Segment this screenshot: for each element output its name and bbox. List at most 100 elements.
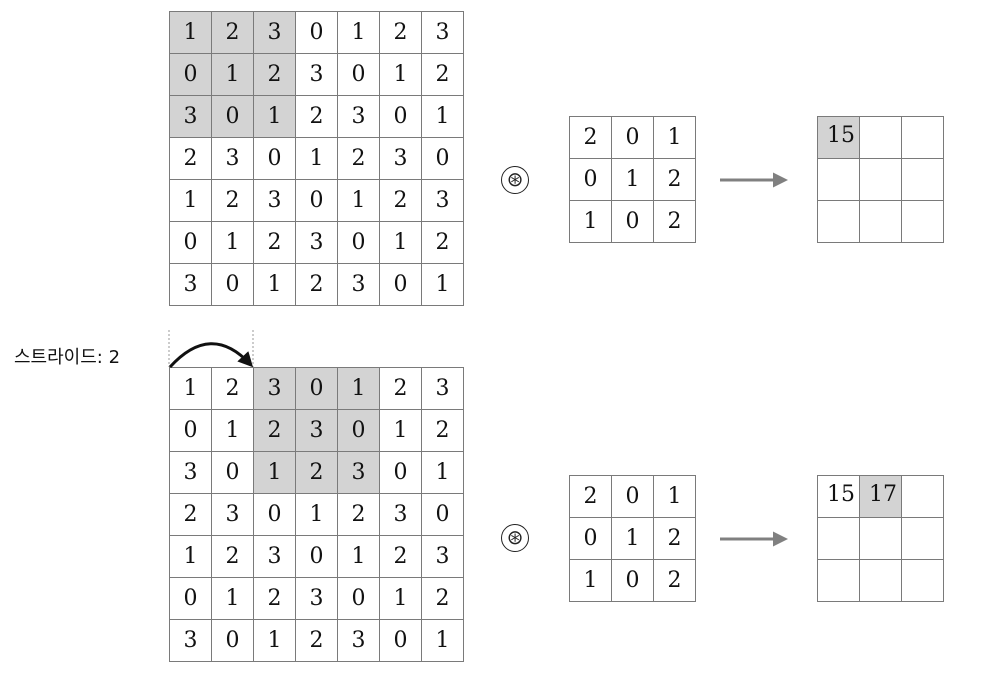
input-cell: 0	[212, 96, 253, 137]
input-cell: 3	[212, 494, 253, 535]
output-cell	[860, 117, 901, 158]
input-cell: 1	[254, 264, 295, 305]
output-matrix-1: 15	[817, 116, 944, 243]
output-cell	[860, 560, 901, 601]
output-cell	[818, 518, 859, 559]
input-cell: 0	[254, 138, 295, 179]
input-cell: 0	[422, 138, 463, 179]
input-cell: 0	[296, 12, 337, 53]
input-cell: 1	[380, 54, 421, 95]
output-cell	[902, 117, 943, 158]
input-cell: 0	[338, 54, 379, 95]
input-cell: 2	[380, 12, 421, 53]
filter-cell: 2	[570, 476, 611, 517]
filter-cell: 0	[570, 159, 611, 200]
input-cell: 3	[422, 180, 463, 221]
input-cell: 0	[170, 222, 211, 263]
input-cell: 3	[422, 536, 463, 577]
input-cell: 3	[296, 222, 337, 263]
input-cell: 3	[422, 368, 463, 409]
filter-cell: 2	[654, 560, 695, 601]
input-cell: 1	[212, 54, 253, 95]
input-cell: 0	[380, 96, 421, 137]
input-cell: 0	[212, 620, 253, 661]
filter-cell: 0	[612, 201, 653, 242]
input-cell: 1	[338, 180, 379, 221]
input-cell: 2	[254, 54, 295, 95]
input-cell: 0	[296, 180, 337, 221]
output-cell: 15	[818, 476, 859, 517]
filter-cell: 2	[654, 201, 695, 242]
input-cell: 2	[380, 536, 421, 577]
input-cell: 0	[212, 452, 253, 493]
input-cell: 2	[338, 138, 379, 179]
input-cell: 3	[296, 54, 337, 95]
filter-cell: 0	[570, 518, 611, 559]
input-cell: 1	[170, 180, 211, 221]
input-cell: 3	[212, 138, 253, 179]
input-cell: 2	[338, 494, 379, 535]
input-cell: 0	[296, 368, 337, 409]
input-cell: 1	[338, 368, 379, 409]
input-cell: 0	[170, 578, 211, 619]
input-cell: 3	[296, 410, 337, 451]
output-cell	[818, 201, 859, 242]
input-cell: 2	[296, 620, 337, 661]
input-cell: 1	[422, 264, 463, 305]
input-cell: 0	[380, 452, 421, 493]
convolution-operator-icon-2: ⊛	[501, 524, 529, 552]
output-cell	[860, 201, 901, 242]
stride-label: 스트라이드: 2	[14, 347, 121, 368]
input-cell: 1	[338, 12, 379, 53]
output-cell	[818, 159, 859, 200]
input-cell: 0	[338, 578, 379, 619]
output-cell	[860, 159, 901, 200]
output-cell	[860, 518, 901, 559]
input-cell: 3	[254, 180, 295, 221]
input-cell: 3	[296, 578, 337, 619]
filter-cell: 2	[654, 518, 695, 559]
input-cell: 1	[170, 536, 211, 577]
output-cell	[902, 159, 943, 200]
input-cell: 2	[170, 494, 211, 535]
input-cell: 2	[170, 138, 211, 179]
input-cell: 2	[422, 54, 463, 95]
input-cell: 3	[338, 620, 379, 661]
input-cell: 3	[338, 264, 379, 305]
output-cell: 15	[818, 117, 859, 158]
input-cell: 3	[380, 494, 421, 535]
filter-cell: 1	[570, 560, 611, 601]
input-cell: 2	[254, 578, 295, 619]
input-cell: 0	[380, 620, 421, 661]
input-cell: 2	[380, 180, 421, 221]
input-cell: 3	[254, 12, 295, 53]
input-cell: 1	[254, 452, 295, 493]
input-cell: 1	[422, 452, 463, 493]
input-cell: 3	[254, 536, 295, 577]
input-cell: 0	[380, 264, 421, 305]
filter-cell: 1	[612, 518, 653, 559]
input-cell: 2	[212, 536, 253, 577]
input-cell: 3	[254, 368, 295, 409]
input-cell: 3	[338, 96, 379, 137]
input-cell: 1	[170, 368, 211, 409]
convolution-operator-icon-1: ⊛	[501, 166, 529, 194]
input-cell: 0	[338, 222, 379, 263]
filter-cell: 1	[654, 117, 695, 158]
filter-cell: 1	[654, 476, 695, 517]
input-cell: 3	[422, 12, 463, 53]
input-cell: 0	[422, 494, 463, 535]
input-cell: 0	[170, 54, 211, 95]
filter-cell: 2	[570, 117, 611, 158]
input-cell: 0	[170, 410, 211, 451]
input-cell: 0	[254, 494, 295, 535]
input-cell: 3	[170, 264, 211, 305]
input-cell: 2	[212, 368, 253, 409]
input-cell: 2	[296, 264, 337, 305]
input-cell: 1	[170, 12, 211, 53]
input-cell: 2	[212, 180, 253, 221]
